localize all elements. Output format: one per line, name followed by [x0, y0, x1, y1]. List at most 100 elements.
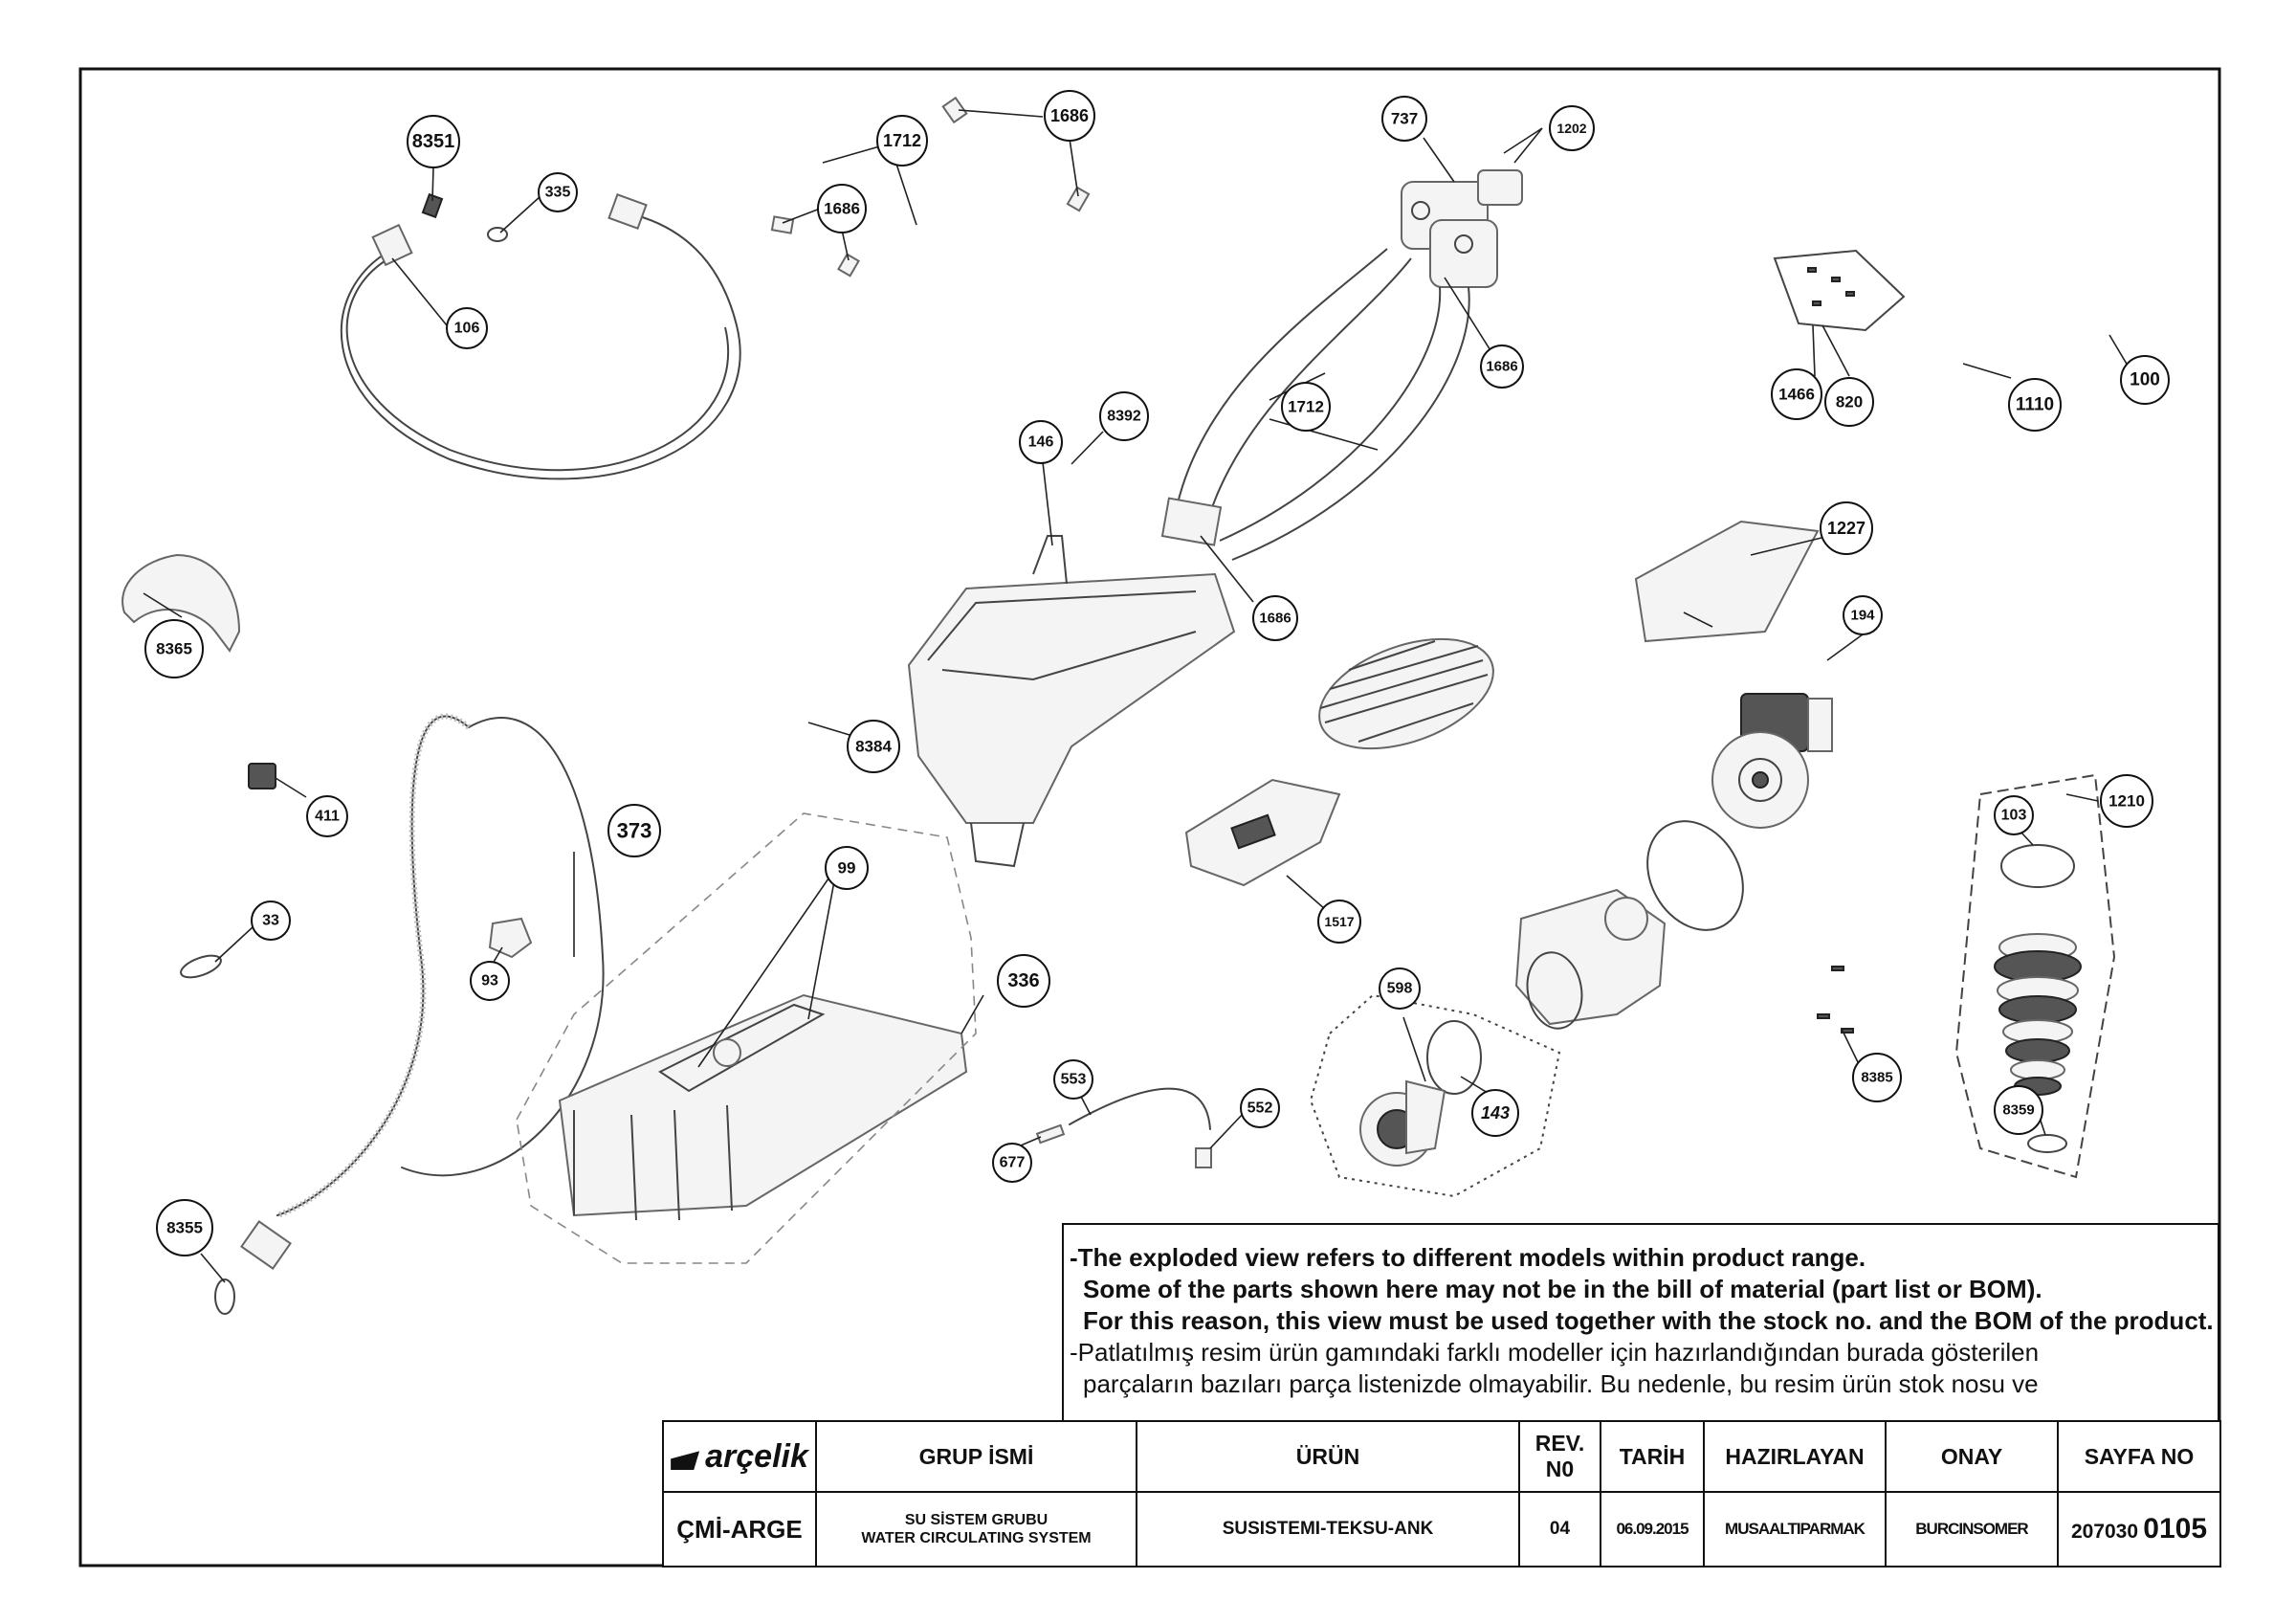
callout-8351: 8351	[407, 115, 460, 168]
pump-seal	[1646, 820, 1744, 931]
svg-text:33: 33	[262, 913, 279, 929]
inlet-hose-106-inner	[345, 256, 729, 472]
department-value: ÇMİ-ARGE	[662, 1491, 817, 1567]
connector-677	[1035, 1123, 1066, 1145]
rev-value: 04	[1518, 1491, 1601, 1567]
svg-text:1712: 1712	[1288, 398, 1324, 416]
callout-1712-valve: 1712	[1281, 382, 1331, 432]
brand-logo: arçelik	[662, 1420, 817, 1493]
callout-677: 677	[992, 1143, 1032, 1183]
svg-text:8359: 8359	[2002, 1102, 2034, 1119]
svg-text:8355: 8355	[166, 1219, 203, 1237]
group-value: SU SİSTEM GRUBU WATER CIRCULATING SYSTEM	[815, 1491, 1137, 1567]
date-value: 06.09.2015	[1600, 1491, 1705, 1567]
bellows-group-outline	[1954, 773, 2116, 1179]
drawer-group-outline	[516, 812, 977, 1264]
callout-1686-top: 1686	[1044, 90, 1095, 142]
header-prepared: HAZIRLAYAN	[1703, 1420, 1887, 1493]
svg-text:598: 598	[1387, 981, 1413, 997]
callout-194: 194	[1843, 595, 1883, 635]
svg-text:411: 411	[315, 809, 340, 825]
tube-100-inner	[2090, 193, 2114, 615]
lint-tray-grid	[1230, 813, 1276, 850]
callout-33: 33	[251, 900, 291, 941]
svg-text:103: 103	[2001, 808, 2027, 824]
callout-737: 737	[1381, 96, 1427, 142]
callout-552: 552	[1240, 1088, 1280, 1128]
svg-text:335: 335	[545, 185, 571, 201]
group-value-tr: SU SİSTEM GRUBU	[904, 1512, 1049, 1528]
leader-1227-stub	[1683, 611, 1713, 628]
header-date: TARİH	[1600, 1420, 1705, 1493]
hose-connector-right	[607, 193, 648, 230]
svg-text:1686: 1686	[824, 200, 860, 218]
svg-text:99: 99	[838, 859, 856, 878]
pump-housing	[1514, 888, 1667, 1030]
cover-8365	[121, 553, 241, 653]
svg-text:93: 93	[481, 973, 498, 989]
clip-411	[248, 763, 276, 789]
drain-pump-194	[1711, 693, 1833, 829]
svg-text:1202: 1202	[1556, 121, 1586, 136]
svg-text:1517: 1517	[1324, 914, 1354, 929]
callout-1712: 1712	[876, 115, 928, 167]
drain-hose-373-upper	[401, 717, 605, 1177]
prepared-value: MUSAALTIPARMAK	[1703, 1491, 1887, 1567]
callout-336: 336	[997, 954, 1050, 1008]
water-hose-1712	[1176, 248, 1388, 508]
callout-1202: 1202	[1549, 105, 1595, 151]
tube-1110-inner	[1947, 217, 1968, 634]
svg-text:336: 336	[1007, 970, 1039, 991]
callout-93: 93	[470, 961, 510, 1001]
dispenser-drawer-336	[558, 993, 968, 1221]
callout-1686-left: 1686	[817, 184, 867, 233]
callout-335: 335	[538, 172, 578, 212]
foam-pad-1227	[1634, 520, 1820, 643]
page-value: 207030 0105	[2057, 1491, 2221, 1567]
callout-143: 143	[1471, 1089, 1519, 1137]
small-clamp-552	[1195, 1147, 1212, 1168]
callout-1517: 1517	[1317, 900, 1361, 944]
header-approval: ONAY	[1885, 1420, 2059, 1493]
callout-411: 411	[306, 795, 348, 837]
callout-1210: 1210	[2100, 774, 2153, 828]
svg-text:143: 143	[1481, 1103, 1510, 1123]
callout-8365: 8365	[144, 619, 204, 678]
arcelik-logo-icon	[671, 1451, 700, 1471]
part-93	[488, 917, 533, 959]
callout-8355: 8355	[156, 1199, 213, 1256]
clamp-8355	[214, 1278, 235, 1315]
callout-106: 106	[446, 307, 488, 349]
clamp-8359	[2027, 1134, 2067, 1153]
svg-text:194: 194	[1850, 608, 1875, 624]
detergent-housing-146	[907, 535, 1236, 868]
svg-text:677: 677	[1000, 1155, 1026, 1171]
svg-text:1466: 1466	[1778, 386, 1815, 404]
svg-text:8392: 8392	[1107, 409, 1141, 425]
brand-name: arçelik	[705, 1437, 808, 1475]
callout-1227: 1227	[1820, 501, 1873, 555]
clamp-ring-103	[2000, 844, 2075, 888]
clamp-group-top	[770, 96, 1091, 278]
water-hose-1712-d	[1231, 286, 1470, 561]
note-tr-line-1: -Patlatılmış resim ürün gamındaki farklı…	[1070, 1338, 2040, 1367]
note-en-line-3: For this reason, this view must be used …	[1083, 1306, 2214, 1335]
header-group: GRUP İSMİ	[815, 1420, 1137, 1493]
screws-1466	[1807, 267, 1855, 306]
disclaimer-notes: -The exploded view refers to different m…	[1062, 1223, 2219, 1420]
svg-text:1210: 1210	[2108, 792, 2145, 811]
approval-value: BURCINSOMER	[1885, 1491, 2059, 1567]
svg-text:8365: 8365	[156, 640, 192, 658]
group-value-en: WATER CIRCULATING SYSTEM	[861, 1530, 1092, 1546]
callout-8392: 8392	[1099, 391, 1149, 441]
callout-553: 553	[1053, 1059, 1093, 1100]
callout-100: 100	[2120, 355, 2170, 405]
callout-1466: 1466	[1771, 368, 1822, 420]
bellows	[1994, 933, 2082, 1096]
header-rev: REV. N0	[1518, 1420, 1601, 1493]
svg-text:1686: 1686	[1050, 106, 1089, 125]
svg-text:1686: 1686	[1486, 359, 1517, 375]
screws-group-outline	[1773, 249, 1906, 332]
small-hose-553	[1069, 1087, 1211, 1130]
svg-text:373: 373	[617, 819, 652, 843]
